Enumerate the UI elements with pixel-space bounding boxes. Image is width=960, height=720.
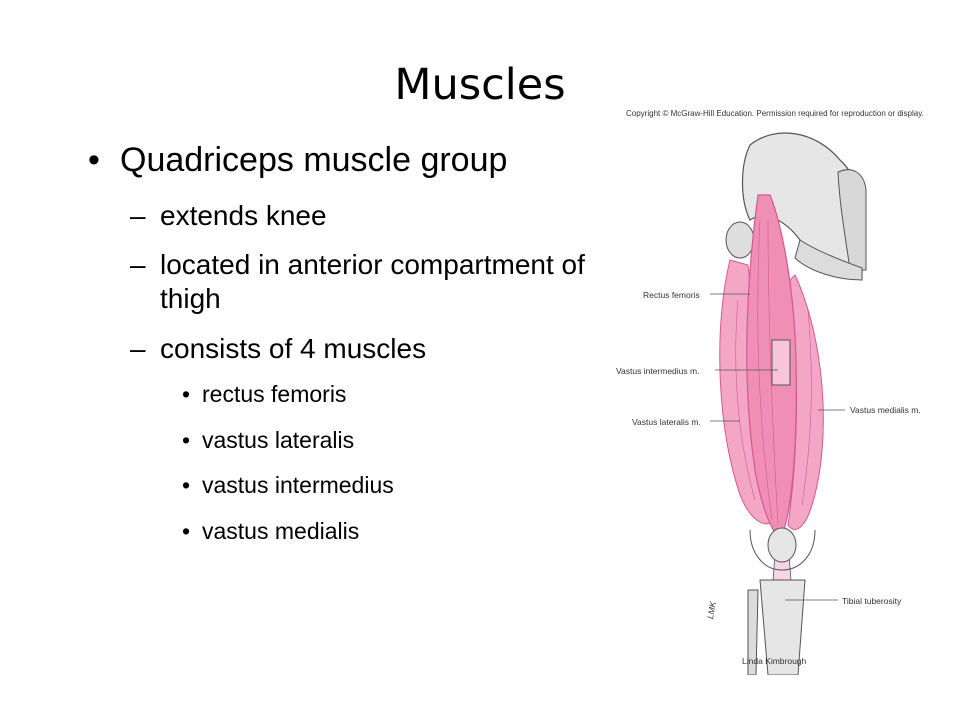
sub-bullet-extends-knee: – extends knee: [88, 199, 628, 233]
bullet-marker: •: [182, 472, 191, 499]
thigh-anatomy-illustration: [600, 100, 930, 675]
dash-marker: –: [130, 332, 146, 364]
muscle-item-rectus-femoris: • rectus femoris: [88, 381, 628, 409]
label-vastus-lateralis: Vastus lateralis m.: [632, 417, 701, 427]
bullet-marker: •: [182, 517, 191, 544]
thigh-anatomy-svg: [710, 132, 867, 675]
label-tibial-tuberosity: Tibial tuberosity: [842, 596, 902, 606]
dash-marker: –: [130, 199, 146, 231]
femur-condyles: [749, 529, 816, 571]
bullet-text: Quadriceps muscle group: [120, 141, 508, 179]
pubic-bone: [794, 239, 863, 281]
copyright-notice: Copyright © McGraw-Hill Education. Permi…: [626, 109, 924, 118]
tibia-bone: [759, 579, 806, 675]
label-vastus-medialis: Vastus medialis m.: [850, 405, 921, 415]
fibula-bone: [747, 589, 759, 675]
muscle-item-text: rectus femoris: [202, 381, 347, 408]
vastus-intermedius-window: [771, 339, 791, 386]
muscle-item-vastus-medialis: • vastus medialis: [88, 518, 628, 546]
artist-credit: Linda Kimbrough: [742, 656, 807, 666]
sub-bullet-text: located in anterior compartment of thigh: [160, 249, 585, 314]
muscle-item-text: vastus intermedius: [202, 472, 394, 499]
muscle-item-text: vastus lateralis: [202, 426, 355, 453]
muscle-item-vastus-intermedius: • vastus intermedius: [88, 472, 628, 500]
patella-bone: [767, 527, 797, 563]
bullet-marker: •: [88, 141, 100, 179]
label-leader-lines: [710, 293, 845, 601]
muscle-item-text: vastus medialis: [202, 517, 360, 544]
label-rectus-femoris: Rectus femoris: [643, 290, 700, 300]
bullet-list: • Quadriceps muscle group – extends knee…: [88, 140, 628, 564]
muscle-item-vastus-lateralis: • vastus lateralis: [88, 427, 628, 455]
dash-marker: –: [130, 249, 146, 281]
slide-title: Muscles: [394, 60, 566, 110]
sub-bullet-located: – located in anterior compartment of thi…: [88, 248, 628, 315]
bullet-marker: •: [182, 381, 191, 408]
femoral-head: [725, 221, 755, 259]
sub-bullet-text: extends knee: [160, 199, 327, 231]
bullet-quadriceps: • Quadriceps muscle group: [88, 140, 628, 181]
bullet-marker: •: [182, 426, 191, 453]
sub-bullet-consists: – consists of 4 muscles: [88, 332, 628, 366]
sub-bullet-text: consists of 4 muscles: [160, 332, 427, 364]
label-vastus-intermedius: Vastus intermedius m.: [616, 366, 700, 376]
